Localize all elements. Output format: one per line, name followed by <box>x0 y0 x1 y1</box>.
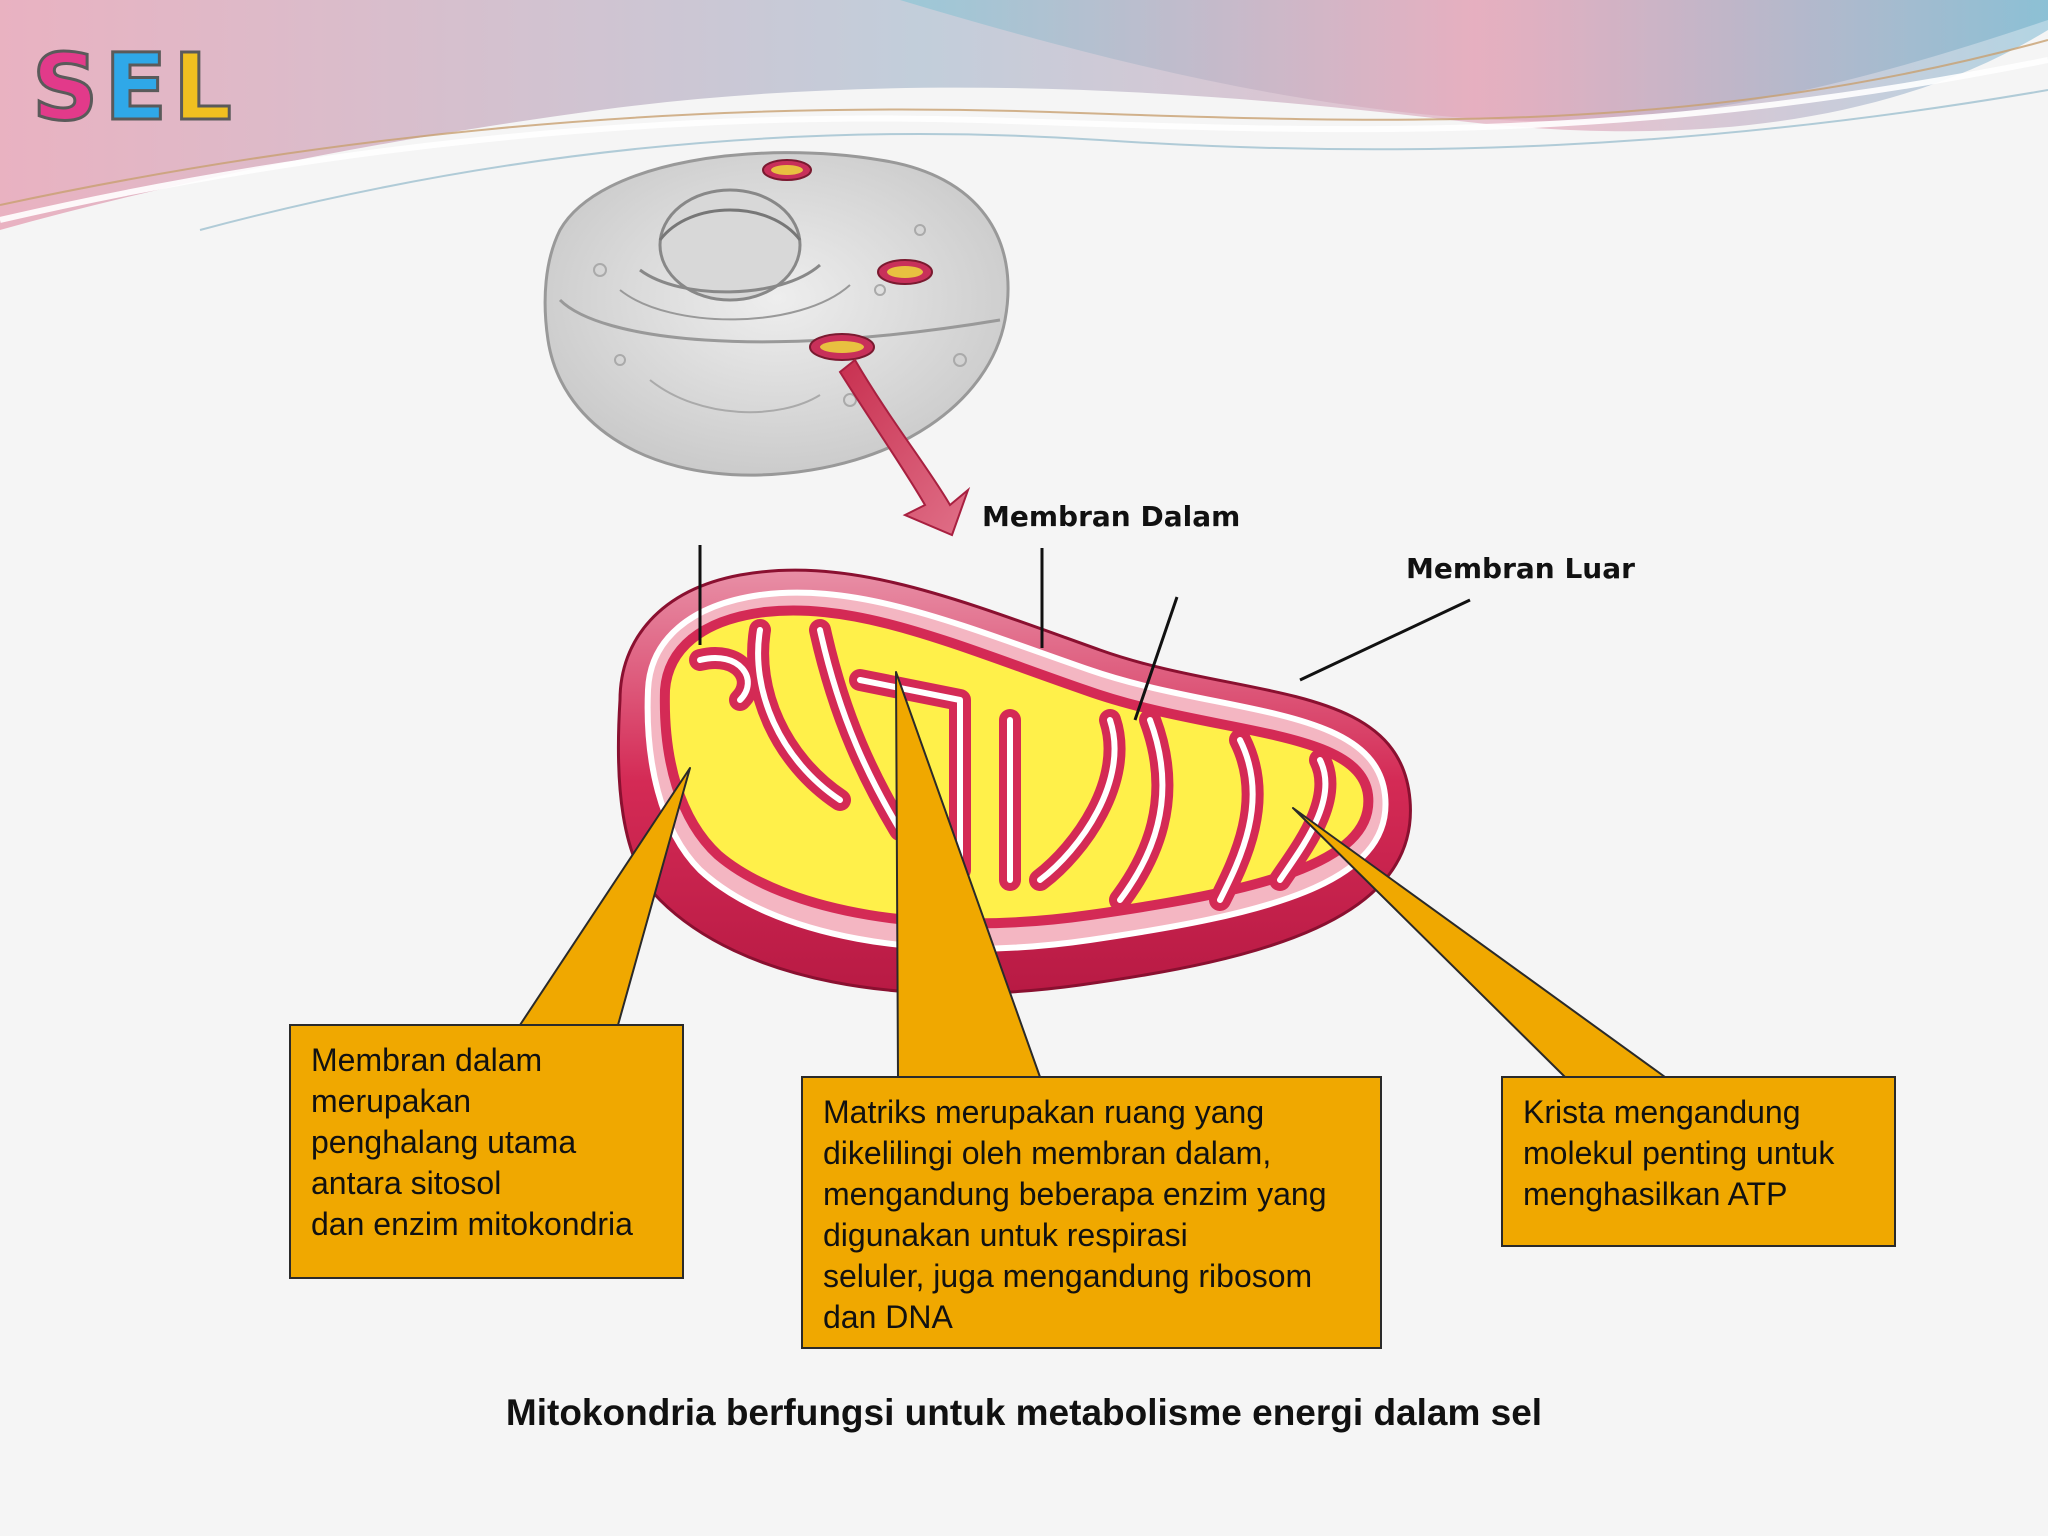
callout-cristae-line-2: molekul penting untuk <box>1523 1135 1835 1171</box>
logo-letter-e: E <box>103 34 174 141</box>
callout-inner-membrane-line-2: merupakan <box>311 1083 472 1119</box>
callout-inner-membrane-line-4: antara sitosol <box>311 1165 502 1201</box>
callout-inner-membrane-line-1: Membran dalam <box>311 1042 543 1078</box>
label-membran-dalam: Membran Dalam <box>982 500 1241 533</box>
mitochondrion-illustration <box>616 568 1412 996</box>
logo-letter-l: L <box>172 34 238 141</box>
zoom-arrow <box>838 358 971 537</box>
callout-pointers <box>519 671 1666 1078</box>
callout-matrix-line-4: digunakan untuk respirasi <box>823 1217 1188 1253</box>
callout-cristae: Krista mengandung molekul penting untuk … <box>1501 1076 1896 1247</box>
label-membran-luar: Membran Luar <box>1406 552 1635 585</box>
callout-matrix-line-6: dan DNA <box>823 1299 953 1335</box>
callout-inner-membrane-line-5: dan enzim mitokondria <box>311 1206 633 1242</box>
cell-illustration <box>543 151 1010 477</box>
callout-matrix-line-5: seluler, juga mengandung ribosom <box>823 1258 1313 1294</box>
callout-inner-membrane-line-3: penghalang utama <box>311 1124 577 1160</box>
callout-cristae-line-3: menghasilkan ATP <box>1523 1176 1788 1212</box>
callout-cristae-line-1: Krista mengandung <box>1523 1094 1801 1130</box>
logo-letter-s: S <box>30 34 105 141</box>
leader-lines <box>698 545 1471 721</box>
slide-caption: Mitokondria berfungsi untuk metabolisme … <box>505 1392 1543 1433</box>
callout-matrix-line-3: mengandung beberapa enzim yang <box>823 1176 1327 1212</box>
callout-matrix-line-2: dikelilingi oleh membran dalam, <box>823 1135 1272 1171</box>
header-wave-banner <box>0 0 2048 231</box>
callout-inner-membrane: Membran dalam merupakan penghalang utama… <box>289 1024 684 1279</box>
callout-matrix: Matriks merupakan ruang yang dikelilingi… <box>801 1076 1382 1349</box>
callout-matrix-line-1: Matriks merupakan ruang yang <box>823 1094 1265 1130</box>
sel-logo: SEL <box>30 34 238 141</box>
